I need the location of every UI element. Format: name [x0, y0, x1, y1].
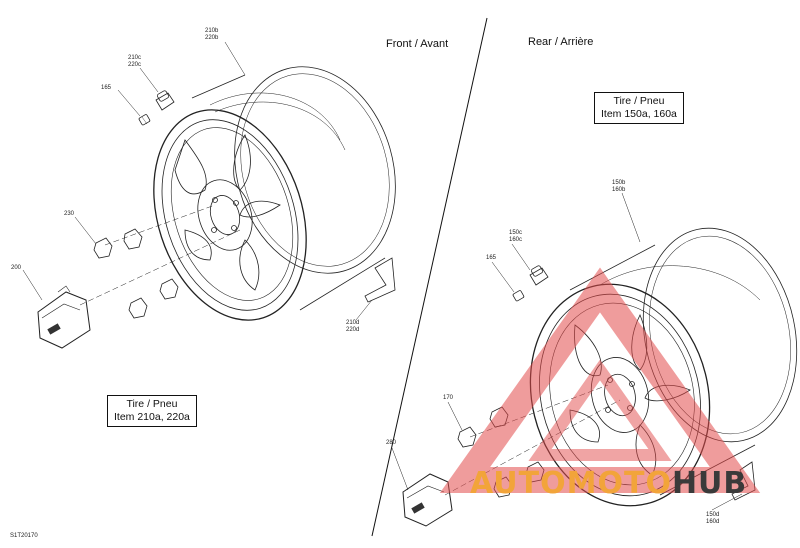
- front-tire-box-line2: Item 210a, 220a: [114, 411, 190, 423]
- figure-code: S1T20170: [10, 533, 38, 539]
- watermark-part2: HUB: [671, 466, 748, 501]
- rear-heading: Rear / Arrière: [528, 36, 594, 48]
- front-valve-stem: [155, 90, 175, 111]
- label-front-nut: 230: [64, 211, 75, 217]
- label-rear-nut: 170: [443, 395, 454, 401]
- label-front-hub-cap: 200: [11, 265, 22, 271]
- rear-hub-cap: [402, 473, 453, 527]
- watermark-text: AUTOMOTOHUB: [470, 466, 747, 501]
- label-rear-valve: 150c 160c: [509, 230, 523, 243]
- front-valve-cap: [138, 114, 151, 126]
- front-balance-weight: [364, 257, 396, 303]
- label-front-valve: 210c 220c: [128, 55, 142, 68]
- label-rear-weight: 150d 160d: [706, 512, 720, 525]
- label-front-weight: 210d 220d: [346, 320, 360, 333]
- watermark-logo: [439, 267, 761, 493]
- rear-tire-box: Tire / Pneu Item 150a, 160a: [594, 92, 684, 124]
- rear-valve-stem: [529, 265, 549, 286]
- label-front-valve-cap: 165: [101, 85, 112, 91]
- rear-tire-box-line2: Item 150a, 160a: [601, 108, 677, 120]
- front-heading: Front / Avant: [386, 38, 449, 50]
- label-rear-rim: 150b 160b: [612, 180, 626, 193]
- rear-valve-cap: [512, 290, 525, 302]
- label-front-rim: 210b 220b: [205, 28, 219, 41]
- front-lug-nuts: [93, 228, 179, 319]
- label-rear-hub-cap: 280: [386, 440, 397, 446]
- front-tire-box-line1: Tire / Pneu: [126, 398, 178, 410]
- front-rim: [153, 66, 396, 321]
- front-tire-box: Tire / Pneu Item 210a, 220a: [107, 395, 197, 427]
- divider-line: [371, 17, 488, 537]
- rear-tire-box-line1: Tire / Pneu: [613, 95, 665, 107]
- label-rear-valve-cap: 165: [486, 255, 497, 261]
- watermark-part1: AUTOMOTO: [470, 466, 672, 501]
- front-hub-cap: [37, 285, 91, 349]
